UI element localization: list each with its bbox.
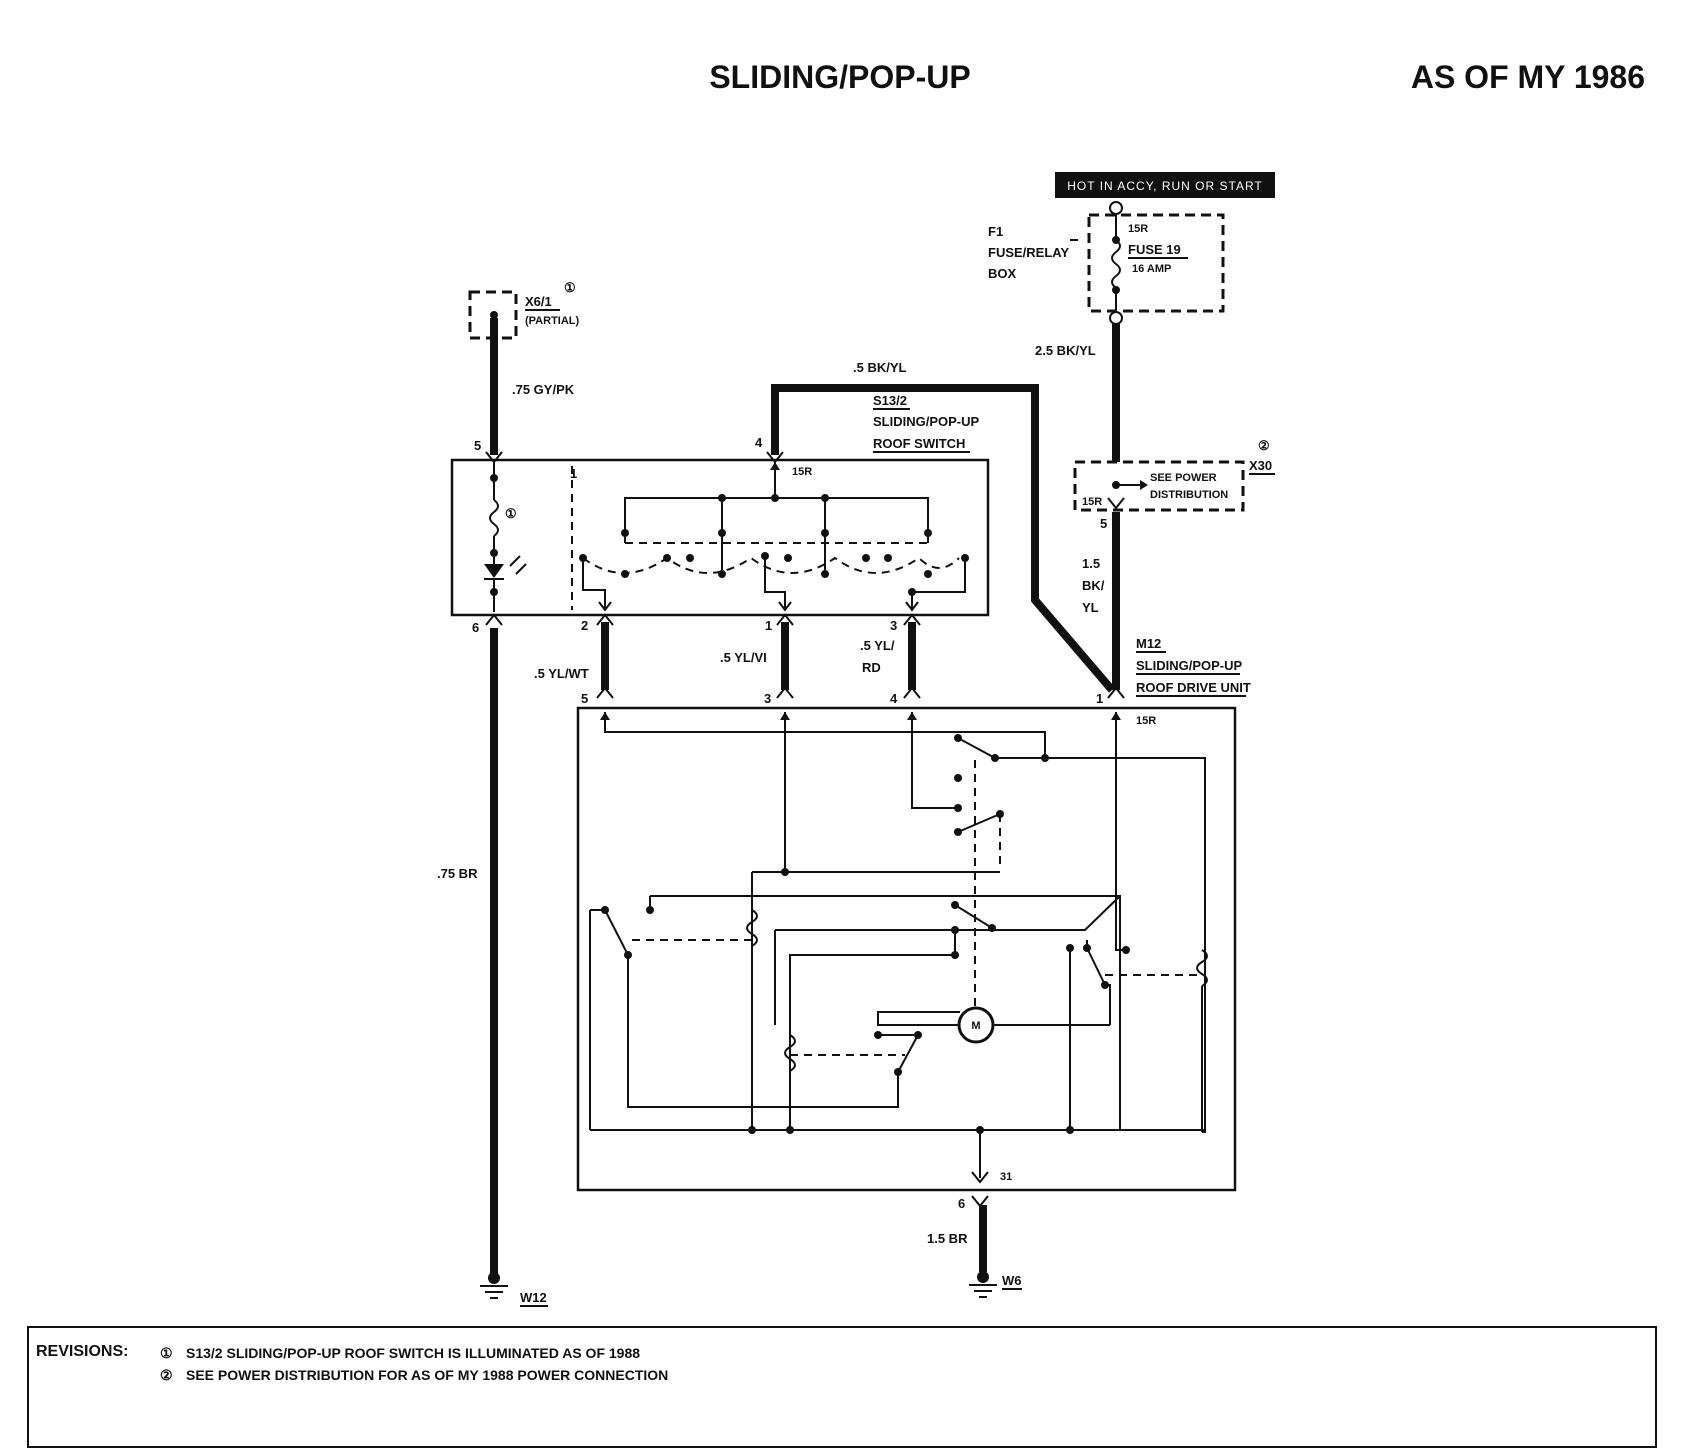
switch-lamp-revision-mark: ①	[505, 506, 517, 521]
switch-pin-6-arrow	[485, 613, 503, 626]
drive-unit-name-1: SLIDING/POP-UP	[1136, 658, 1243, 673]
drive-pin-6: 6	[958, 1196, 965, 1211]
x6-1-note: (PARTIAL)	[525, 315, 580, 327]
drive-terminal-31: 31	[1000, 1171, 1012, 1183]
fuse-box-name-1: FUSE/RELAY	[988, 245, 1069, 260]
ground-w6-label: W6	[1002, 1273, 1022, 1288]
ground-w12-label: W12	[520, 1290, 547, 1305]
switch-lamp-resistor	[489, 499, 499, 537]
drive-pin-6-arrow	[971, 1195, 989, 1208]
fuse-output-terminal	[1109, 311, 1123, 325]
x30-id: X30	[1249, 458, 1272, 473]
drive-pin-3-arrow	[776, 686, 794, 699]
m12-roof-drive-unit: M12 SLIDING/POP-UP ROOF DRIVE UNIT 5 3 4…	[576, 636, 1251, 1211]
switch-id: S13/2	[873, 393, 907, 408]
x6-1-connector: X6/1 (PARTIAL) ①	[468, 280, 580, 340]
x6-1-id: X6/1	[525, 294, 552, 309]
switch-illumination-led	[484, 564, 504, 578]
wire-label-gy-pk: .75 GY/PK	[512, 382, 575, 397]
switch-pin-1-arrow	[776, 613, 794, 626]
ground-w6-symbol	[969, 1271, 997, 1298]
revision-2-text: SEE POWER DISTRIBUTION FOR AS OF MY 1988…	[186, 1367, 668, 1383]
fuse-name: FUSE 19	[1128, 242, 1181, 257]
wire-label-switch-feed: .5 BK/YL	[853, 360, 907, 375]
x30-connector: SEE POWER DISTRIBUTION 15R X30 ② 5	[1073, 438, 1275, 531]
fuse-input-terminal	[1109, 201, 1123, 215]
wire-label-yl-vi: .5 YL/VI	[720, 650, 767, 665]
x30-pin-arrow	[1107, 497, 1125, 510]
revisions-outline	[27, 1326, 1657, 1448]
drive-pin-4-arrow	[903, 686, 921, 699]
s13-2-roof-switch: 1 S13/2 SLIDING/POP-UP ROOF SWITCH 5 4 ①…	[450, 393, 990, 635]
fuse-terminal-label: 15R	[1128, 223, 1148, 235]
wire-label-yl-wt: .5 YL/WT	[534, 666, 589, 681]
fuse-box-outline	[1087, 213, 1225, 313]
wire-label-br-right: 1.5 BR	[927, 1231, 968, 1246]
wire-0-5-bk-yl	[771, 384, 1116, 693]
hot-label: HOT IN ACCY, RUN OR START	[1067, 179, 1262, 193]
switch-pin-5: 5	[474, 438, 481, 453]
wire-label-main: 2.5 BK/YL	[1035, 343, 1096, 358]
drive-pin-4: 4	[890, 691, 898, 706]
drive-unit-name-2: ROOF DRIVE UNIT	[1136, 680, 1251, 695]
switch-outline	[450, 458, 990, 617]
fuse-relay-box: F1 FUSE/RELAY BOX 15R FUSE 19 16 AMP	[988, 201, 1225, 325]
drive-pin-1: 1	[1096, 691, 1103, 706]
x30-pin-number: 5	[1100, 516, 1107, 531]
switch-pin-3-arrow	[903, 613, 921, 626]
wire-label-br-left: .75 BR	[437, 866, 478, 881]
drive-motor-label: M	[971, 1020, 980, 1032]
x30-note-1: SEE POWER	[1150, 472, 1217, 484]
ground-w12-symbol	[480, 1272, 508, 1299]
wire-x30-label-3: YL	[1082, 600, 1099, 615]
switch-pin-1: 1	[765, 618, 772, 633]
revision-1-mark: ①	[160, 1345, 173, 1361]
revisions-heading: REVISIONS:	[36, 1343, 128, 1360]
relay-coil-3	[1196, 949, 1208, 987]
relay-coil-1	[746, 909, 758, 947]
drive-pin-5-arrow	[596, 686, 614, 699]
x30-revision-mark: ②	[1258, 438, 1270, 453]
wire-label-yl-rd-1: .5 YL/	[860, 638, 895, 653]
switch-inner-label: 1	[570, 466, 577, 481]
switch-pin-3: 3	[890, 618, 897, 633]
relay-coil-2	[784, 1034, 796, 1072]
switch-name-2: ROOF SWITCH	[873, 436, 965, 451]
switch-pin-4: 4	[755, 435, 763, 450]
wire-x30-label-2: BK/	[1082, 578, 1105, 593]
revision-1-text: S13/2 SLIDING/POP-UP ROOF SWITCH IS ILLU…	[186, 1345, 640, 1361]
x30-outline	[1073, 460, 1245, 512]
drive-unit-id: M12	[1136, 636, 1161, 651]
fuse-box-name-2: BOX	[988, 266, 1017, 281]
drive-pin-1-arrow	[1107, 686, 1125, 699]
drive-pin-5: 5	[581, 691, 588, 706]
switch-terminal-15r: 15R	[792, 466, 812, 478]
page-title: SLIDING/POP-UP	[709, 59, 970, 95]
x30-terminal: 15R	[1082, 496, 1102, 508]
fuse-rating: 16 AMP	[1132, 263, 1171, 275]
switch-rocker-linkage	[582, 556, 960, 574]
drive-terminal-15r: 15R	[1136, 715, 1156, 727]
switch-pin-6: 6	[472, 620, 479, 635]
drive-pin-3: 3	[764, 691, 771, 706]
wire-x30-label-1: 1.5	[1082, 556, 1100, 571]
revision-2-mark: ②	[160, 1367, 173, 1383]
x30-note-2: DISTRIBUTION	[1150, 489, 1228, 501]
drive-unit-outline	[576, 706, 1237, 1192]
wire-label-yl-rd-2: RD	[862, 660, 881, 675]
hot-label-box: HOT IN ACCY, RUN OR START	[1055, 172, 1275, 198]
switch-name-1: SLIDING/POP-UP	[873, 414, 980, 429]
fuse-box-id: F1	[988, 224, 1003, 239]
model-year-label: AS OF MY 1986	[1411, 59, 1645, 95]
fuse-element-symbol	[1111, 239, 1121, 289]
switch-pin-2: 2	[581, 618, 588, 633]
revisions-panel: REVISIONS: ① S13/2 SLIDING/POP-UP ROOF S…	[27, 1326, 1657, 1448]
switch-pin-2-arrow	[596, 613, 614, 626]
x6-1-revision-mark: ①	[564, 280, 576, 295]
